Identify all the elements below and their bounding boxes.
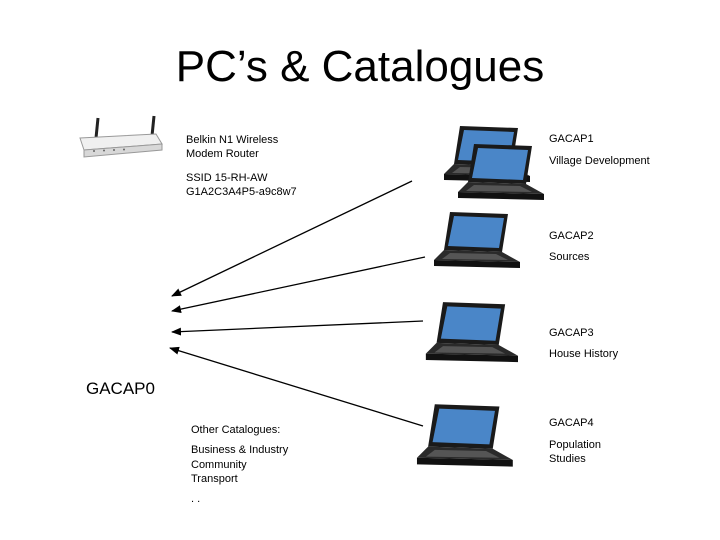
gacap0-label: GACAP0 (86, 379, 155, 398)
router-icon (79, 115, 163, 158)
gacap3-name: GACAP3 (549, 327, 594, 339)
gacap4-desc-line1: Population (549, 439, 601, 451)
other-catalogue-item: Business & Industry (191, 444, 289, 456)
gacap4-name: GACAP4 (549, 417, 594, 429)
router-key: G1A2C3A4P5-a9c8w7 (186, 186, 297, 198)
laptop-icon-gacap1 (458, 144, 544, 200)
arrow-gacap1 (171, 180, 413, 297)
other-catalogue-more: . . (191, 493, 201, 505)
other-catalogues-heading: Other Catalogues: (191, 424, 281, 436)
page-title: PC’s & Catalogues (175, 42, 545, 91)
laptop-icon-gacap4 (416, 404, 513, 467)
arrow-gacap4 (169, 346, 424, 427)
gacap1-name: GACAP1 (549, 133, 594, 145)
gacap2-name: GACAP2 (549, 230, 594, 242)
gacap2-desc: Sources (549, 251, 590, 263)
other-catalogue-item: Transport (191, 473, 238, 485)
router-ssid: SSID 15-RH-AW (186, 172, 268, 184)
gacap4-desc-line2: Studies (549, 453, 586, 465)
arrow-gacap3 (171, 320, 424, 336)
gacap3-desc: House History (549, 348, 619, 360)
router-name-line2: Modem Router (186, 148, 259, 160)
laptop-icon-gacap2 (434, 212, 520, 268)
arrow-gacap2 (171, 256, 426, 314)
laptop-icon-gacap3 (425, 302, 518, 363)
gacap1-desc: Village Development (549, 155, 650, 167)
router-name-line1: Belkin N1 Wireless (186, 134, 279, 146)
other-catalogue-item: Community (191, 459, 247, 471)
